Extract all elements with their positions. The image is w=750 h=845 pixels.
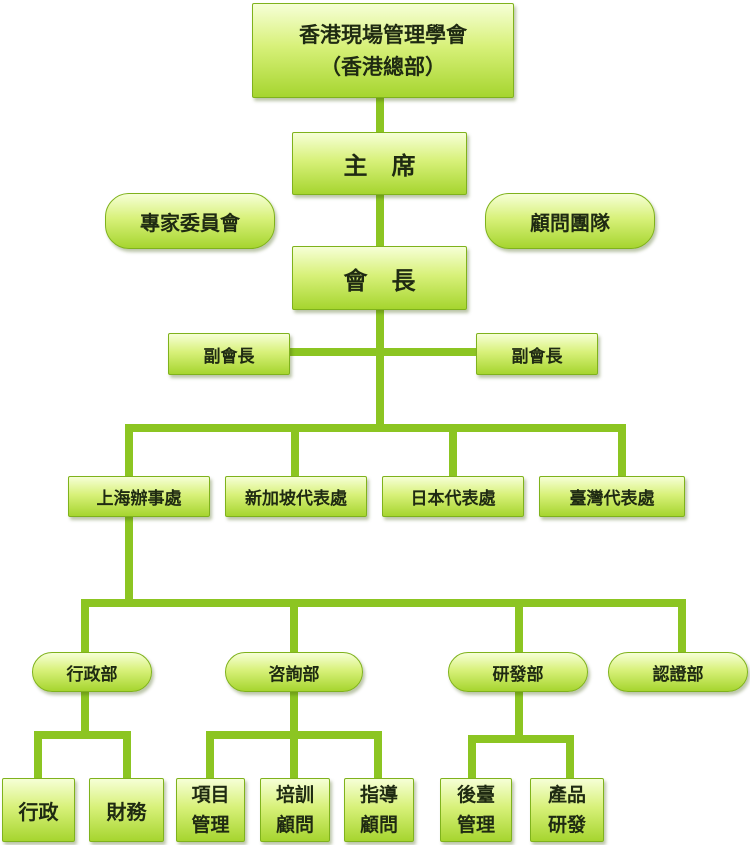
unit-guidance-consultant-line1: 指導 [359,784,398,806]
dept-admin-node: 行政部 [32,652,152,692]
unit-project-management-node: 項目 管理 [176,778,245,842]
office-japan-node: 日本代表處 [382,476,524,517]
vice-president-right-node: 副會長 [476,333,598,375]
unit-training-consultant-line1: 培訓 [275,784,314,806]
unit-backend-management-line2: 管理 [456,814,495,836]
unit-guidance-consultant-line2: 顧問 [359,814,398,836]
unit-backend-management-node: 後臺 管理 [440,778,512,842]
office-taiwan-label: 臺灣代表處 [569,489,655,509]
vice-president-left-label: 副會長 [203,346,255,367]
unit-product-development-line1: 產品 [547,784,586,806]
root-subtitle: （香港總部） [320,54,446,79]
expert-committee-node: 專家委員會 [105,193,275,249]
office-singapore-node: 新加坡代表處 [225,476,367,517]
chairman-label: 主席 [343,152,440,180]
unit-project-management-line1: 項目 [191,784,230,806]
advisory-team-label: 顧問團隊 [530,210,610,235]
root-node-hksma: 香港現場管理學會 （香港總部） [252,3,514,98]
dept-consulting-node: 咨詢部 [225,652,363,692]
unit-product-development-node: 產品 研發 [530,778,604,842]
unit-finance-node: 財務 [89,778,164,842]
dept-admin-label: 行政部 [66,664,118,685]
dept-consulting-label: 咨詢部 [268,664,320,685]
unit-guidance-consultant-node: 指導 顧問 [344,778,414,842]
chairman-node: 主席 [292,132,467,195]
dept-certification-node: 認證部 [608,652,748,692]
office-singapore-label: 新加坡代表處 [245,489,347,509]
expert-committee-label: 專家委員會 [140,210,240,235]
president-node: 會長 [292,246,467,310]
vice-president-left-node: 副會長 [168,333,290,375]
unit-backend-management-line1: 後臺 [456,784,495,806]
vice-president-right-label: 副會長 [511,346,563,367]
root-title: 香港現場管理學會 [299,22,467,47]
president-label: 會長 [343,266,440,295]
unit-finance-label: 財務 [106,799,147,824]
office-shanghai-label: 上海辦事處 [96,489,182,509]
unit-training-consultant-node: 培訓 顧問 [260,778,330,842]
advisory-team-node: 顧問團隊 [485,193,655,249]
unit-project-management-line2: 管理 [191,814,230,836]
office-japan-label: 日本代表處 [410,489,496,509]
dept-rd-node: 研發部 [448,652,588,692]
unit-training-consultant-line2: 顧問 [275,814,314,836]
office-shanghai-node: 上海辦事處 [68,476,210,517]
office-taiwan-node: 臺灣代表處 [539,476,685,517]
unit-admin-node: 行政 [2,778,75,842]
dept-certification-label: 認證部 [652,664,704,685]
dept-rd-label: 研發部 [492,664,544,685]
unit-admin-label: 行政 [18,799,59,824]
unit-product-development-line2: 研發 [547,814,586,836]
